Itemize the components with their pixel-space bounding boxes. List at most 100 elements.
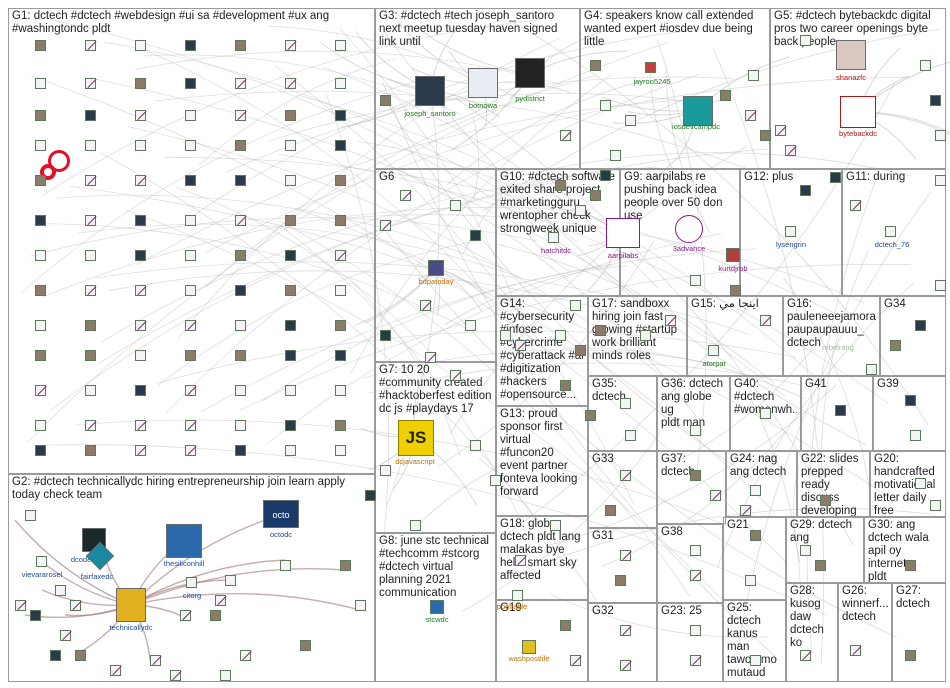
node-scatter-25[interactable] [450, 370, 461, 381]
node-scatter-14[interactable] [920, 60, 931, 71]
node-dctech-76[interactable] [885, 226, 896, 237]
node-joseph-santoro[interactable] [415, 76, 445, 106]
node-scatter-71[interactable] [915, 478, 926, 489]
node-g1-11-5[interactable] [285, 420, 296, 431]
node-scatter-43[interactable] [575, 345, 586, 356]
node-scatter-76[interactable] [690, 570, 701, 581]
node-scatter-12[interactable] [930, 95, 941, 106]
node-kurtdjrob[interactable] [726, 248, 740, 262]
node-g1-3-1[interactable] [85, 140, 96, 151]
node-g1-9-4[interactable] [235, 350, 246, 361]
node-scatter-24[interactable] [470, 440, 481, 451]
node-scatter-104[interactable] [355, 600, 366, 611]
node-scatter-65[interactable] [605, 505, 616, 516]
node-g1-8-6[interactable] [335, 320, 346, 331]
node-g1-3-6[interactable] [335, 140, 346, 151]
node-g1-4-1[interactable] [85, 175, 96, 186]
node-scatter-82[interactable] [620, 625, 631, 636]
node-scatter-42[interactable] [555, 330, 566, 341]
node-scatter-63[interactable] [910, 430, 921, 441]
node-scatter-91[interactable] [55, 585, 66, 596]
node-g1-9-6[interactable] [335, 350, 346, 361]
node-g1-6-1[interactable] [85, 250, 96, 261]
node-g1-7-0[interactable] [35, 285, 46, 296]
node-g1-9-2[interactable] [135, 350, 146, 361]
node-scatter-41[interactable] [515, 340, 526, 351]
node-g1-0-4[interactable] [235, 40, 246, 51]
node-g1-10-2[interactable] [135, 385, 146, 396]
node-g1-6-6[interactable] [335, 250, 346, 261]
node-scatter-15[interactable] [785, 145, 796, 156]
node-scatter-47[interactable] [550, 520, 561, 531]
node-bytebackdc[interactable] [840, 96, 876, 128]
node-g1-9-3[interactable] [185, 350, 196, 361]
node-g1-0-2[interactable] [135, 40, 146, 51]
node-g1-5-5[interactable] [285, 215, 296, 226]
node-scatter-23[interactable] [380, 465, 391, 476]
node-scatter-55[interactable] [915, 320, 926, 331]
node-octodc[interactable]: octo [263, 500, 299, 528]
node-g1-7-1[interactable] [85, 285, 96, 296]
node-g1-4-3[interactable] [185, 175, 196, 186]
node-scatter-83[interactable] [620, 660, 631, 671]
node-g1-5-6[interactable] [335, 215, 346, 226]
node-scatter-59[interactable] [690, 425, 701, 436]
node-scatter-77[interactable] [750, 530, 761, 541]
node-pydistrict[interactable] [515, 58, 545, 88]
node-g1-7-2[interactable] [135, 285, 146, 296]
node-scatter-56[interactable] [890, 340, 901, 351]
node-scatter-45[interactable] [585, 410, 596, 421]
node-scatter-7[interactable] [745, 110, 756, 121]
node-hatchitdc[interactable] [548, 232, 559, 243]
node-scatter-33[interactable] [690, 275, 701, 286]
node-scatter-18[interactable] [450, 200, 461, 211]
node-g1-3-3[interactable] [185, 140, 196, 151]
node-scatter-89[interactable] [905, 650, 916, 661]
node-scatter-3[interactable] [600, 100, 611, 111]
node-scatter-51[interactable] [595, 325, 606, 336]
node-scatter-97[interactable] [180, 610, 191, 621]
node-vievararosel[interactable] [36, 556, 47, 567]
node-g1-3-0[interactable] [35, 140, 46, 151]
node-scatter-98[interactable] [210, 610, 221, 621]
node-g1-6-0[interactable] [35, 250, 46, 261]
node-g1-5-0[interactable] [35, 215, 46, 226]
node-g1-3-5[interactable] [285, 140, 296, 151]
node-scatter-64[interactable] [620, 470, 631, 481]
node-g1-3-4[interactable] [235, 140, 246, 151]
node-technicallydc[interactable] [116, 588, 146, 622]
node-scatter-90[interactable] [25, 510, 36, 521]
node-scatter-81[interactable] [905, 560, 916, 571]
node-scatter-27[interactable] [410, 520, 421, 531]
node-g1-12-3[interactable] [185, 445, 196, 456]
node-washpostlife[interactable] [522, 640, 536, 654]
node-g1-8-2[interactable] [135, 320, 146, 331]
node-g1-12-1[interactable] [85, 445, 96, 456]
node-g1-12-4[interactable] [235, 445, 246, 456]
node-scatter-84[interactable] [690, 625, 701, 636]
node-scatter-50[interactable] [570, 655, 581, 666]
node-scatter-85[interactable] [690, 655, 701, 666]
node-g1-0-6[interactable] [335, 40, 346, 51]
node-g1-8-3[interactable] [185, 320, 196, 331]
node-scatter-54[interactable] [760, 315, 771, 326]
node-scatter-72[interactable] [930, 500, 941, 511]
node-scatter-110[interactable] [15, 600, 26, 611]
node-g1-2-5[interactable] [285, 110, 296, 121]
node-g1-4-5[interactable] [285, 175, 296, 186]
node-pooltable[interactable] [512, 590, 523, 601]
node-scatter-40[interactable] [500, 330, 511, 341]
node-scatter-38[interactable] [935, 175, 946, 186]
node-g1-7-5[interactable] [285, 285, 296, 296]
node-scatter-106[interactable] [220, 670, 231, 681]
node-aarpilabs[interactable] [606, 218, 640, 248]
node-scatter-73[interactable] [620, 550, 631, 561]
node-g1-4-0[interactable] [35, 175, 46, 186]
node-g1-12-2[interactable] [135, 445, 146, 456]
node-scatter-109[interactable] [30, 610, 41, 621]
node-scatter-32[interactable] [590, 190, 601, 201]
node-scatter-4[interactable] [625, 115, 636, 126]
node-scatter-88[interactable] [850, 645, 861, 656]
node-scatter-99[interactable] [225, 575, 236, 586]
node-scatter-96[interactable] [150, 655, 161, 666]
